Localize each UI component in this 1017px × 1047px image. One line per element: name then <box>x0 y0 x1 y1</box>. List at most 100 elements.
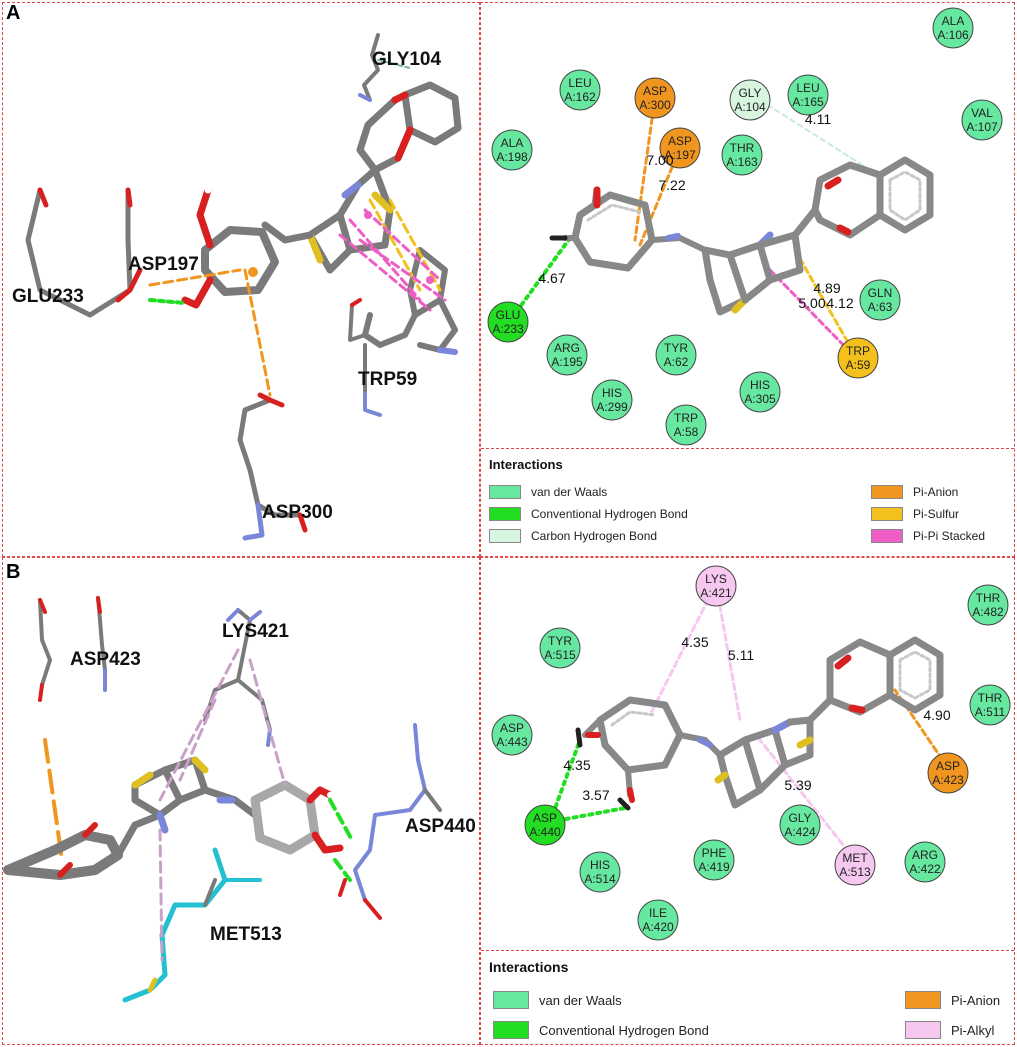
legend-b: Interactions van der Waals Conventional … <box>481 950 1014 1044</box>
svg-text:GLY: GLY <box>788 811 811 825</box>
legend-label: Conventional Hydrogen Bond <box>531 507 688 521</box>
svg-text:TYR: TYR <box>664 341 688 355</box>
svg-text:A:419: A:419 <box>698 860 730 874</box>
panel-b-2d-frame <box>480 557 1015 1045</box>
panel-label-b: B <box>6 561 21 583</box>
svg-text:A:62: A:62 <box>664 355 689 369</box>
svg-text:A:440: A:440 <box>529 825 561 839</box>
legend-a-item-vdw: van der Waals <box>489 485 607 499</box>
legend-label: Pi-Pi Stacked <box>913 529 986 543</box>
legend-a-item-pi-anion: Pi-Anion <box>871 485 958 499</box>
svg-text:A:514: A:514 <box>584 872 616 886</box>
svg-text:TRP: TRP <box>674 411 698 425</box>
svg-text:A:305: A:305 <box>744 392 776 406</box>
svg-text:THR: THR <box>730 141 755 155</box>
label-3d-gly104: GLY104 <box>372 49 441 70</box>
legend-a-item-pi-pi: Pi-Pi Stacked <box>871 529 985 543</box>
panel-b-distances: 4.35 5.11 4.35 3.57 5.39 4.90 <box>563 634 950 803</box>
svg-text:A:443: A:443 <box>496 735 528 749</box>
legend-b-item-pi-alkyl: Pi-Alkyl <box>905 1021 994 1039</box>
panel-b-3d-view <box>3 596 442 1003</box>
svg-text:A:300: A:300 <box>639 98 671 112</box>
panel-a-distances: 4.11 7.00 7.22 4.67 4.89 5.00 4.12 <box>538 111 853 311</box>
panel-a-3d-view <box>25 33 462 541</box>
distance-label: 4.35 <box>681 634 708 650</box>
legend-swatch <box>905 991 941 1009</box>
svg-text:ASP: ASP <box>668 134 692 148</box>
svg-text:ALA: ALA <box>501 136 524 150</box>
panel-b-2d-ligand <box>548 588 950 862</box>
legend-swatch <box>489 485 521 499</box>
svg-text:A:63: A:63 <box>868 300 893 314</box>
legend-b-title: Interactions <box>489 959 569 975</box>
label-3d-lys421: LYS421 <box>222 621 289 642</box>
panel-a-3d-frame <box>2 2 480 557</box>
label-3d-asp300: ASP300 <box>262 502 333 523</box>
legend-label: Pi-Sulfur <box>913 507 960 521</box>
distance-label: 4.12 <box>826 295 853 311</box>
svg-text:A:195: A:195 <box>551 355 583 369</box>
legend-swatch <box>489 529 521 543</box>
distance-label: 5.00 <box>798 295 825 311</box>
svg-text:A:421: A:421 <box>700 586 732 600</box>
distance-label: 4.11 <box>805 111 831 127</box>
label-3d-glu233: GLU233 <box>12 286 84 307</box>
legend-label: van der Waals <box>531 485 608 499</box>
label-3d-asp440: ASP440 <box>405 816 476 837</box>
svg-text:HIS: HIS <box>750 378 770 392</box>
distance-label: 7.00 <box>646 152 673 168</box>
svg-text:GLN: GLN <box>868 286 893 300</box>
svg-text:THR: THR <box>978 691 1003 705</box>
panel-label-a: A <box>6 2 21 24</box>
svg-text:PHE: PHE <box>702 846 727 860</box>
svg-text:HIS: HIS <box>602 386 622 400</box>
label-3d-asp197: ASP197 <box>128 254 199 275</box>
label-3d-asp423: ASP423 <box>70 649 141 670</box>
svg-text:LYS: LYS <box>705 572 727 586</box>
svg-text:ASP: ASP <box>500 721 524 735</box>
svg-text:A:163: A:163 <box>726 155 758 169</box>
svg-text:A:197: A:197 <box>664 148 696 162</box>
svg-text:A:299: A:299 <box>596 400 628 414</box>
legend-swatch <box>493 991 529 1009</box>
svg-text:VAL: VAL <box>971 106 993 120</box>
svg-text:ASP: ASP <box>936 759 960 773</box>
svg-text:ALA: ALA <box>942 14 965 28</box>
legend-label: Carbon Hydrogen Bond <box>531 529 658 543</box>
svg-text:A:58: A:58 <box>674 425 699 439</box>
svg-text:A:106: A:106 <box>937 28 969 42</box>
legend-b-item-pi-anion: Pi-Anion <box>905 991 1000 1009</box>
legend-a-item-pi-sulfur: Pi-Sulfur <box>871 507 959 521</box>
distance-label: 4.35 <box>563 757 590 773</box>
svg-text:A:162: A:162 <box>564 90 596 104</box>
distance-label: 5.39 <box>784 777 811 793</box>
svg-text:ARG: ARG <box>554 341 580 355</box>
svg-text:TRP: TRP <box>846 344 870 358</box>
svg-text:HIS: HIS <box>590 858 610 872</box>
panel-a-2d-ligand <box>510 96 934 362</box>
legend-swatch <box>871 529 903 543</box>
panel-b-3d-frame <box>2 557 480 1045</box>
svg-text:LEU: LEU <box>568 76 591 90</box>
